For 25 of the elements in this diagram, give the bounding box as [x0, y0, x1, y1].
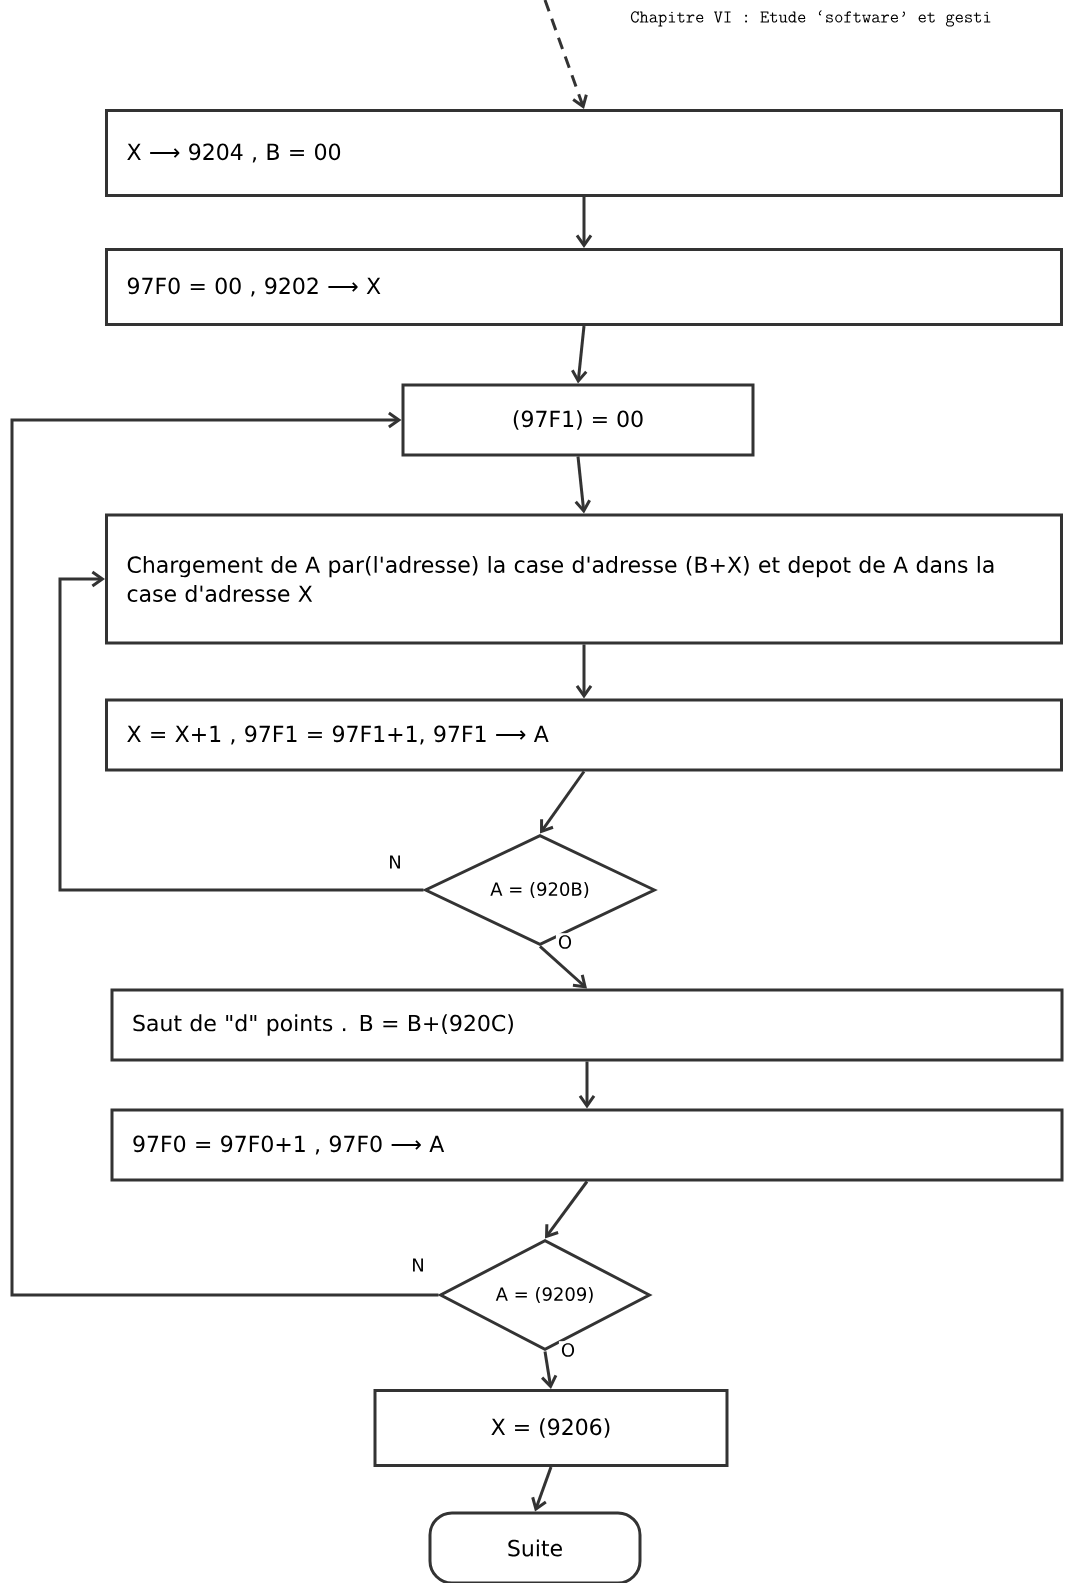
edge-label: N [386, 853, 404, 871]
arrow [574, 456, 591, 514]
process-box: X = (9206) [373, 1389, 729, 1467]
process-box: 97F0 = 00 , 9202 ⟶ X [105, 248, 1063, 326]
arrow [543, 0, 588, 109]
arrow [539, 945, 587, 989]
arrow [545, 1180, 589, 1239]
arrow [541, 1351, 558, 1389]
process-box: 97F0 = 97F0+1 , 97F0 ⟶ A [110, 1108, 1064, 1182]
process-box: X = X+1 , 97F1 = 97F1+1, 97F1 ⟶ A [105, 698, 1063, 772]
arrow [531, 1466, 553, 1512]
arrow [540, 770, 586, 834]
arrow [575, 644, 593, 699]
arrow [578, 1061, 596, 1109]
process-box: Chargement de A par(l'adresse) la case d'adresse (B+X) et depot de A dans la case d'adresse X [105, 513, 1063, 645]
process-box: Saut de "d" points . B = B+(920C) [110, 988, 1064, 1062]
edge-label: N [409, 1256, 427, 1274]
process-box: (97F1) = 00 [401, 383, 755, 457]
arrow [10, 411, 439, 1297]
arrow [571, 325, 588, 384]
arrow [58, 570, 424, 892]
process-box: X ⟶ 9204 , B = 00 [105, 109, 1063, 197]
terminal-box: Suite [428, 1511, 642, 1583]
page-header: Chapitre VI : Etude ‘software’ et gesti [630, 10, 991, 27]
arrow [575, 197, 593, 248]
